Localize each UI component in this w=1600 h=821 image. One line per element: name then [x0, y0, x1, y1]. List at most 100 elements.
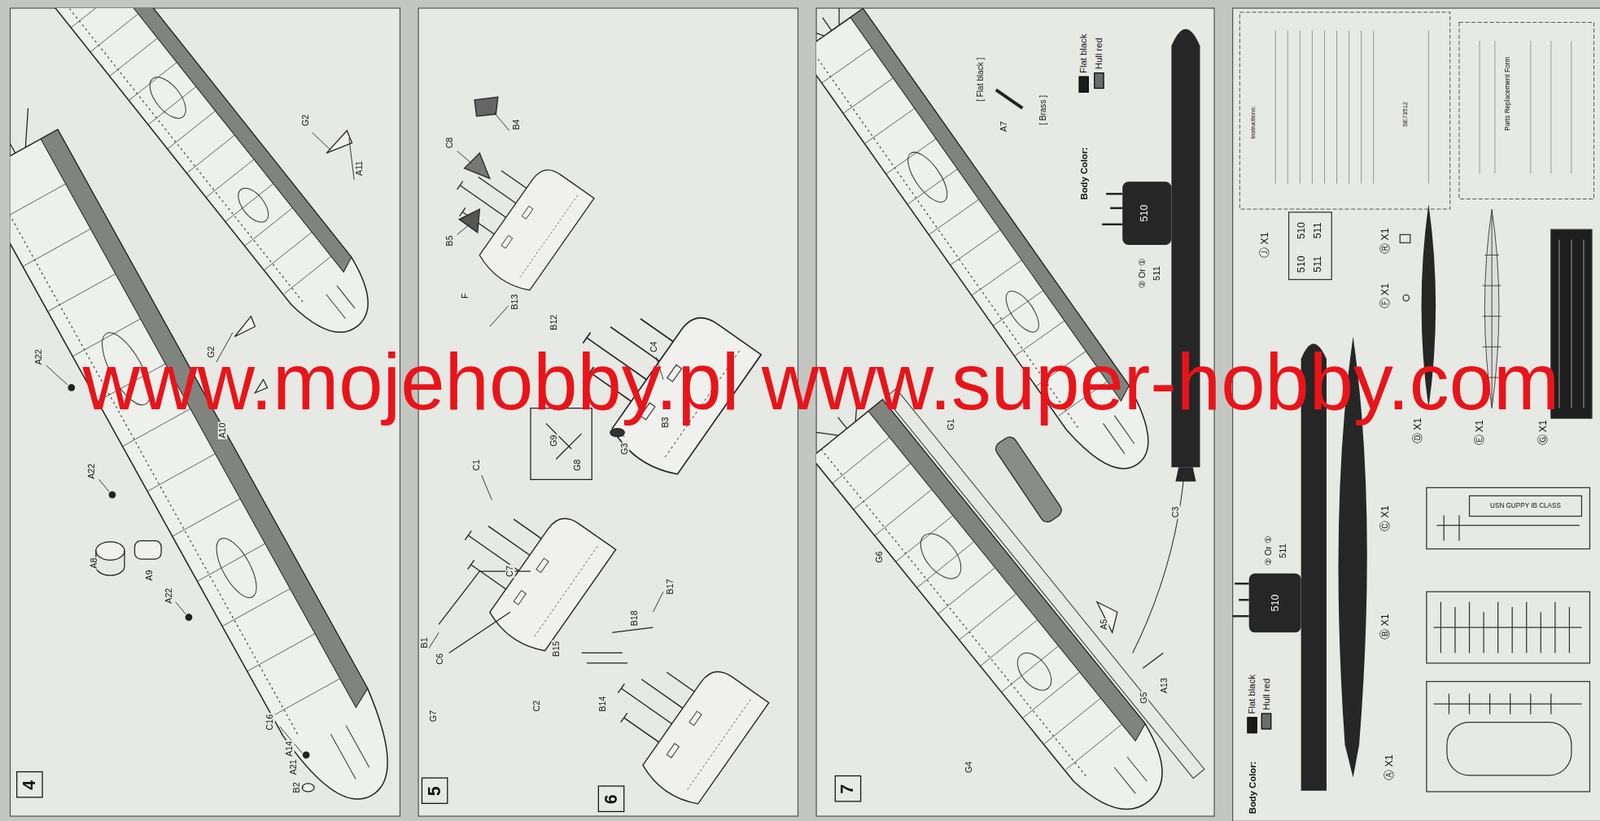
part-label: C2	[532, 699, 542, 713]
submarine-silhouette	[1232, 583, 1250, 617]
part-label: B18	[629, 609, 639, 627]
part-label: C16	[266, 713, 276, 732]
part-label: F	[460, 292, 470, 300]
sprue-frame	[1399, 234, 1411, 243]
part-illustration	[1097, 602, 1118, 634]
option-note: ② Or ①	[1263, 534, 1273, 567]
legend-swatch	[1246, 716, 1258, 734]
step-number: 5	[425, 786, 443, 796]
part-illustration	[463, 153, 490, 179]
form-text: Parts Replacement Form	[1504, 56, 1513, 132]
hull-number: 510	[1139, 203, 1150, 223]
part-label: B4	[511, 118, 521, 132]
part-label: B15	[551, 640, 561, 658]
replacement-form	[1275, 30, 1429, 184]
part-label: G4	[965, 760, 975, 775]
part-label: A21	[289, 758, 299, 776]
submarine-silhouette	[1232, 204, 1437, 792]
sprue-label: Ⓕ X1	[1380, 282, 1391, 311]
legend-entry: Flat black	[1078, 32, 1089, 94]
step-number: 6	[602, 794, 620, 805]
sprue-frame	[1426, 681, 1591, 792]
legend-swatch	[1078, 76, 1089, 93]
part-illustration	[1132, 479, 1185, 653]
part-illustration	[68, 130, 353, 792]
legend-text: Hull red	[1093, 37, 1105, 70]
step-number-box: 5	[421, 777, 449, 805]
hull-illustration	[884, 389, 1204, 779]
part-label: B12	[549, 313, 559, 331]
part-label: A8	[89, 556, 99, 570]
decal-text: 511	[1312, 254, 1324, 274]
color-note: [ Brass ]	[1039, 94, 1049, 127]
tower-illustration	[587, 629, 769, 811]
replacement-form	[1479, 40, 1572, 174]
sprue-label: Ⓙ X1	[1259, 231, 1271, 259]
replacement-form	[1239, 12, 1594, 210]
leader-line	[45, 132, 355, 788]
hull-number: 511	[1278, 542, 1289, 560]
tower-illustration	[429, 131, 770, 811]
step-number: 7	[839, 783, 857, 794]
part-label: G6	[874, 550, 884, 564]
hull-illustration	[816, 382, 1185, 817]
sprue-frame	[1433, 602, 1583, 654]
leader-line	[99, 479, 110, 492]
part-illustration	[96, 542, 125, 561]
sprue-frame	[1446, 722, 1572, 776]
sprue-frame	[1436, 515, 1580, 541]
legend-text: Flat black	[1078, 34, 1089, 74]
legend-text: Hull red	[1261, 678, 1273, 711]
part-label: C1	[472, 459, 481, 473]
sprue-frame	[1426, 487, 1591, 549]
hull-number: 510	[1270, 593, 1281, 613]
leader-line	[493, 112, 510, 132]
part-label: G3	[620, 441, 630, 456]
submarine-silhouette	[1101, 193, 1123, 225]
part-illustration	[1142, 652, 1163, 669]
part-illustration	[135, 541, 162, 560]
part-illustration	[96, 550, 125, 576]
sprue-frame	[1433, 694, 1583, 715]
part-label: A7	[999, 120, 1009, 134]
leader-line	[457, 151, 473, 164]
part-label: B2	[292, 781, 302, 795]
part-label: B1	[419, 636, 429, 650]
legend-text: Flat black	[1246, 674, 1258, 714]
step-number-box: 4	[16, 771, 44, 799]
part-label: B14	[598, 695, 608, 713]
watermark: www.mojehobby.pl www.super-hobby.com	[81, 340, 1561, 425]
part-illustration	[992, 434, 1064, 525]
leader-line	[175, 602, 187, 615]
leader-line	[652, 591, 664, 613]
part-label: B17	[665, 577, 675, 595]
part-label: B13	[511, 292, 521, 311]
part-label: A22	[34, 348, 44, 366]
part-illustration	[438, 571, 531, 653]
replacement-form	[1239, 12, 1450, 210]
decal-text: 510	[1296, 221, 1308, 241]
part-illustration	[581, 627, 654, 664]
part-illustration	[68, 384, 75, 392]
submarine-silhouette	[1122, 181, 1172, 245]
part-label: G9	[549, 433, 559, 448]
part-illustration	[459, 209, 480, 233]
leader-line	[457, 224, 470, 236]
legend-swatch	[1261, 712, 1273, 730]
leader-line	[428, 632, 440, 649]
color-heading: Body Color:	[1079, 146, 1090, 202]
sprue-label: Ⓐ X1	[1384, 753, 1395, 782]
hull-illustration	[884, 389, 1204, 779]
part-label: B5	[445, 234, 455, 248]
hull-illustration	[10, 100, 401, 817]
part-illustration	[302, 751, 310, 759]
sprue-frame	[1289, 212, 1333, 280]
part-label: G2	[301, 113, 311, 128]
decal-text: USN GUPPY IB CLASS	[1489, 502, 1562, 511]
sprue-frame	[1559, 240, 1584, 409]
step-number-box: 6	[598, 785, 626, 813]
part-label: G5	[1139, 690, 1149, 705]
tower-illustration	[429, 131, 595, 297]
part-illustration	[185, 614, 193, 621]
decal-text: 511	[1312, 221, 1324, 241]
